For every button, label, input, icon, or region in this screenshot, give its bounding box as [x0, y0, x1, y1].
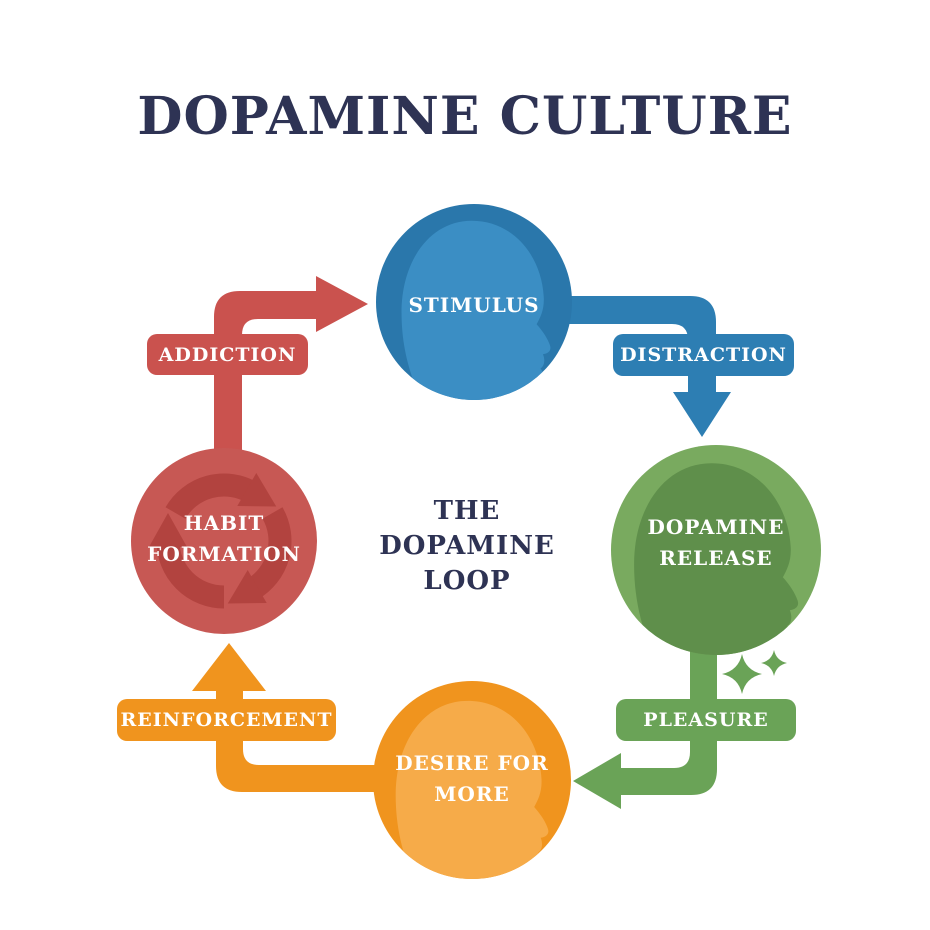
node-dopamine-release [611, 445, 821, 655]
pleasure-arrow [573, 628, 717, 809]
addiction-label: ADDICTION [147, 334, 308, 375]
page-title: DOPAMINE CULTURE [137, 86, 793, 147]
habit-formation-node-label: HABIT FORMATION [147, 511, 301, 566]
reinforcement-label: REINFORCEMENT [117, 699, 336, 741]
addiction-arrow [214, 276, 368, 475]
stimulus-node-label: STIMULUS [408, 293, 540, 317]
desire-for-more-node-label: DESIRE FOR MORE [395, 751, 549, 806]
node-desire-for-more [373, 681, 571, 879]
distraction-label: DISTRACTION [613, 334, 794, 376]
sparkles-icon [722, 650, 787, 694]
center-caption: THE DOPAMINE LOOP [379, 496, 555, 596]
head-profile-icon [395, 700, 549, 879]
distraction-arrow [545, 296, 731, 437]
reinforcement-arrow [192, 643, 390, 792]
head-profile-icon [401, 220, 551, 400]
cycle-arrows-icon [148, 473, 292, 609]
node-habit-formation [131, 448, 317, 634]
dopamine-release-node-label: DOPAMINE RELEASE [647, 515, 785, 570]
node-stimulus [376, 204, 572, 400]
pleasure-label: PLEASURE [616, 699, 796, 741]
